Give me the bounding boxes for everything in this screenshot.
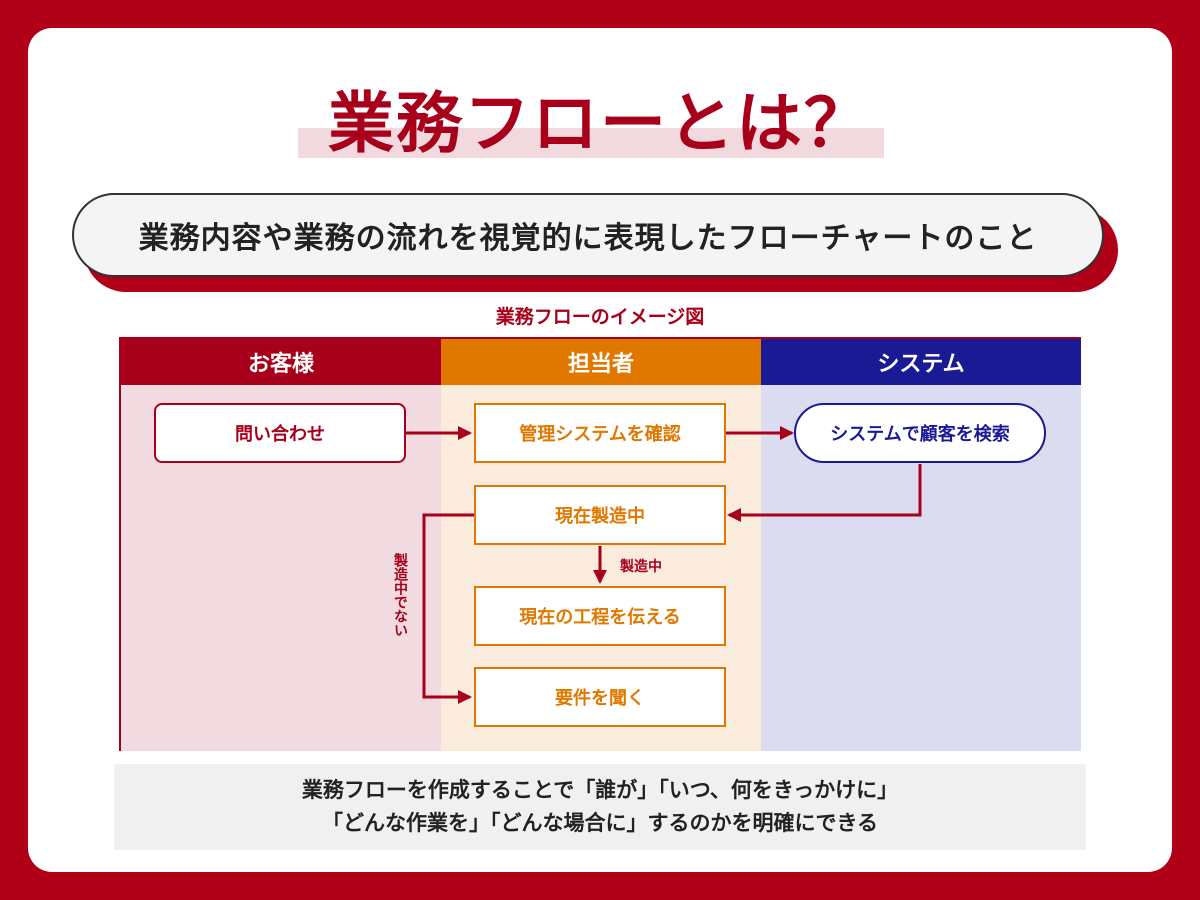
title-highlight [298, 128, 884, 158]
node-tell-process: 現在の工程を伝える [474, 586, 726, 646]
lane-header-system: システム [761, 339, 1081, 385]
node-hear-requirements: 要件を聞く [474, 667, 726, 727]
diagram-caption: 業務フローのイメージ図 [495, 306, 705, 328]
page-title: 業務フローとは？ [328, 85, 872, 162]
node-inquiry: 問い合わせ [154, 403, 406, 463]
node-search-customer: システムで顧客を検索 [794, 403, 1046, 463]
summary-box: 業務フローを作成することで「誰が」「いつ、何をきっかけに」 「どんな作業を」「ど… [114, 764, 1086, 850]
node-check-system: 管理システムを確認 [474, 403, 726, 463]
lane-header-staff: 担当者 [441, 339, 761, 385]
summary-line-2: 「どんな作業を」「どんな場合に」するのかを明確にできる [321, 811, 879, 835]
lane-system: システム [761, 339, 1081, 751]
node-in-production: 現在製造中 [474, 485, 726, 545]
edge-label-yes: 製造中 [620, 559, 662, 575]
lane-header-customer: お客様 [121, 339, 441, 385]
summary-line-1: 業務フローを作成することで「誰が」「いつ、何をきっかけに」 [301, 778, 899, 802]
edge-label-no: 製造中でない [392, 553, 408, 637]
arrow-production-to-requirements [422, 513, 474, 704]
definition-box: 業務内容や業務の流れを視覚的に表現したフローチャートのこと [72, 193, 1104, 277]
arrow-search-to-production [727, 464, 922, 522]
